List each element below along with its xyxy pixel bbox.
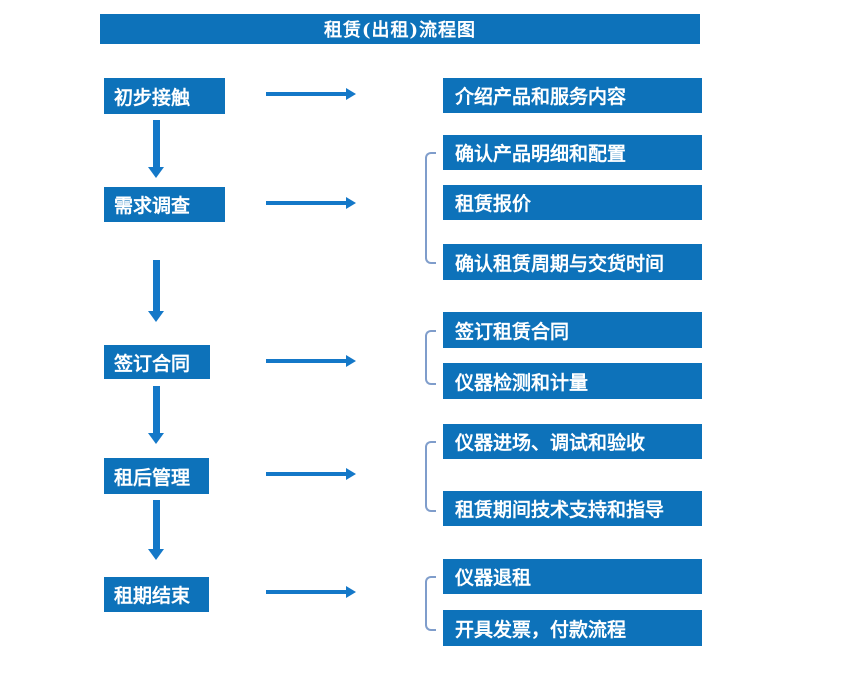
group-bracket xyxy=(425,330,436,385)
arrow-shaft xyxy=(152,386,160,433)
detail-box-sign-rental-contract: 签订租赁合同 xyxy=(443,312,702,348)
flow-arrow-down-icon xyxy=(148,260,164,322)
arrow-shaft xyxy=(266,590,346,594)
arrow-head xyxy=(346,586,356,598)
stage-box-demand-survey: 需求调查 xyxy=(104,187,225,222)
detail-box-introduce-products: 介绍产品和服务内容 xyxy=(443,78,702,113)
detail-box-instrument-inspection: 仪器检测和计量 xyxy=(443,363,702,399)
detail-box-invoice-payment: 开具发票，付款流程 xyxy=(443,610,702,646)
flow-arrow-right-icon xyxy=(266,468,356,480)
arrow-shaft xyxy=(152,120,160,167)
arrow-head xyxy=(148,167,164,178)
stage-box-post-rental-management: 租后管理 xyxy=(104,458,209,494)
arrow-shaft xyxy=(152,500,160,549)
flow-arrow-down-icon xyxy=(148,500,164,560)
group-bracket xyxy=(425,576,436,631)
flow-arrow-down-icon xyxy=(148,386,164,444)
arrow-shaft xyxy=(266,92,346,96)
arrow-head xyxy=(346,355,356,367)
arrow-shaft xyxy=(266,472,346,476)
arrow-head xyxy=(346,88,356,100)
group-bracket xyxy=(425,152,436,264)
group-bracket xyxy=(425,441,436,512)
detail-box-confirm-product-config: 确认产品明细和配置 xyxy=(443,135,702,170)
detail-box-confirm-period-delivery: 确认租赁周期与交货时间 xyxy=(443,244,702,280)
arrow-shaft xyxy=(152,260,160,311)
arrow-head xyxy=(346,197,356,209)
flowchart-title: 租赁(出租)流程图 xyxy=(100,14,700,44)
stage-box-rental-end: 租期结束 xyxy=(104,577,209,612)
detail-box-rental-quote: 租赁报价 xyxy=(443,185,702,220)
arrow-head xyxy=(148,549,164,560)
stage-box-sign-contract: 签订合同 xyxy=(104,345,210,379)
arrow-head xyxy=(148,433,164,444)
detail-box-instrument-setup-acceptance: 仪器进场、调试和验收 xyxy=(443,424,702,459)
arrow-shaft xyxy=(266,201,346,205)
flow-arrow-right-icon xyxy=(266,355,356,367)
flow-arrow-right-icon xyxy=(266,197,356,209)
detail-box-instrument-return: 仪器退租 xyxy=(443,559,702,594)
flow-arrow-down-icon xyxy=(148,120,164,178)
flow-arrow-right-icon xyxy=(266,586,356,598)
arrow-head xyxy=(148,311,164,322)
flow-arrow-right-icon xyxy=(266,88,356,100)
arrow-shaft xyxy=(266,359,346,363)
stage-box-initial-contact: 初步接触 xyxy=(104,78,225,114)
arrow-head xyxy=(346,468,356,480)
detail-box-technical-support: 租赁期间技术支持和指导 xyxy=(443,491,702,526)
